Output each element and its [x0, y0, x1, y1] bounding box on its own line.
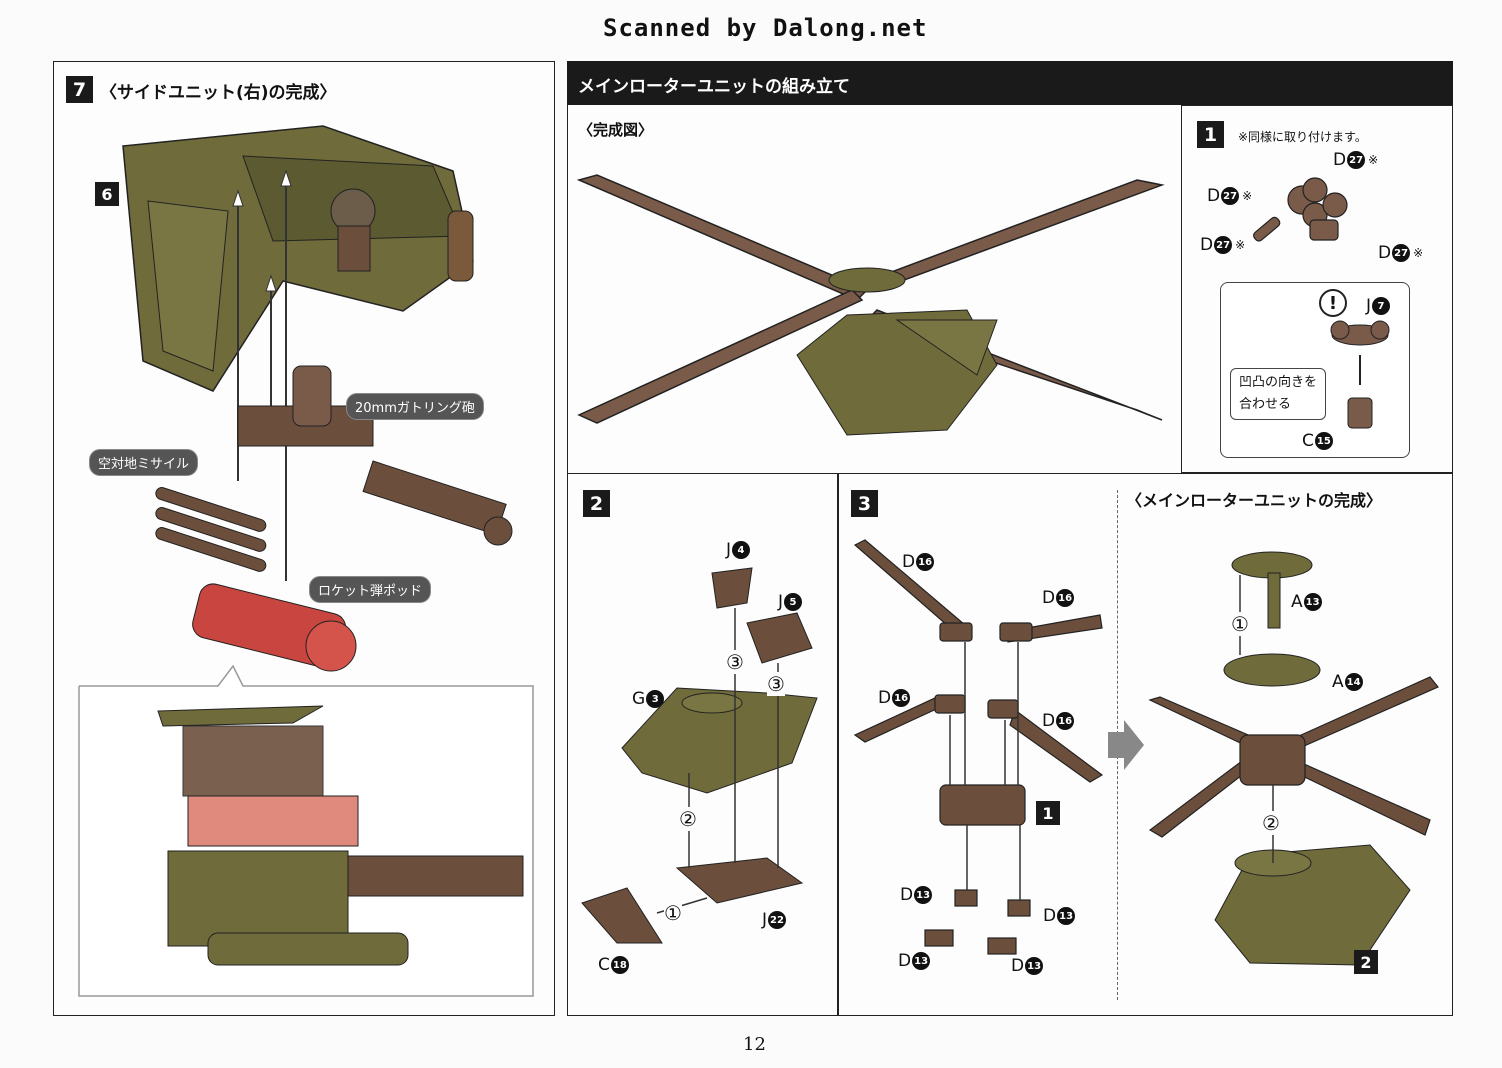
completion-title: 〈メインローターユニットの完成〉: [1126, 491, 1383, 510]
scan-credit: Scanned by Dalong.net: [603, 14, 928, 42]
sub-ref-1-badge: 1: [1036, 801, 1060, 825]
banner-title: メインローターユニットの組み立て: [578, 77, 850, 97]
order-3b: ③: [767, 672, 785, 696]
completed-view-label: 〈完成図〉: [578, 121, 654, 139]
step-3-illustration: [853, 539, 1104, 955]
order-2: ②: [679, 807, 697, 831]
step-3-badge: 3: [851, 490, 878, 517]
sub-ref-2-badge: 2: [1354, 950, 1378, 974]
caution-icon: !: [1319, 289, 1347, 317]
step-2-badge: 2: [583, 490, 610, 517]
completion-illustration: [1148, 551, 1439, 966]
right-panel-banner: [567, 61, 1453, 105]
left-panel-title: 〈サイドユニット(右)の完成〉: [100, 83, 337, 103]
alignment-hint: 凹凸の向きを 合わせる: [1230, 368, 1327, 420]
side-unit-illustration: [78, 125, 534, 997]
main-rotor-complete-illustration: [576, 174, 1165, 436]
step-7-badge: 7: [66, 76, 93, 103]
step-1-badge: 1: [1197, 121, 1224, 148]
page-number: 12: [743, 1034, 766, 1055]
step-1-part-illustration: [1330, 320, 1390, 429]
step-2-illustration: [581, 567, 818, 944]
label-gatling-gun: 20mmガトリング砲: [346, 393, 484, 420]
completion-order-2: ②: [1262, 811, 1280, 835]
proceed-arrow-icon: [1108, 720, 1144, 770]
completion-order-1: ①: [1231, 612, 1249, 636]
sub-step-6-badge: 6: [95, 182, 119, 206]
label-rocket-pod: ロケット弾ポッド: [309, 576, 432, 603]
step-1-hub-illustration: [1253, 177, 1348, 242]
step-1-note: ※同様に取り付けます。: [1238, 130, 1367, 144]
order-3a: ③: [726, 650, 744, 674]
order-1: ①: [664, 901, 682, 925]
label-air-to-ground-missile: 空対地ミサイル: [89, 449, 199, 476]
